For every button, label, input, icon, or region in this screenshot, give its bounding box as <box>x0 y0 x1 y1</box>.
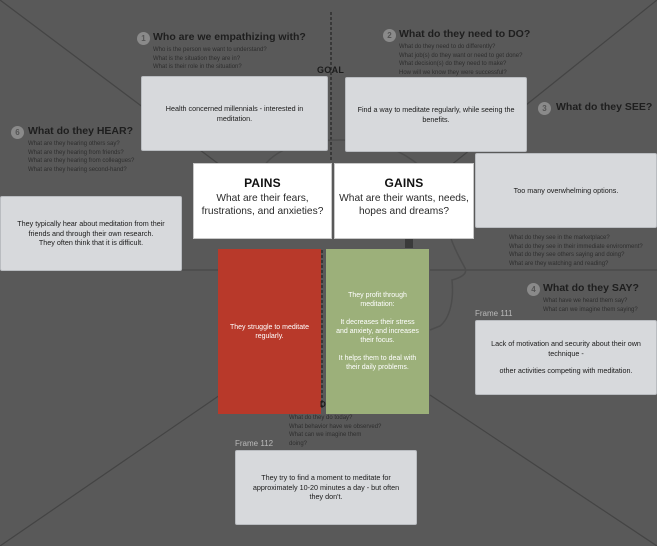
step-number-4: 4 <box>527 283 540 296</box>
pains-subtitle: What are their fears, frustrations, and … <box>201 193 324 217</box>
hear-questions: What are they hearing others say? What a… <box>28 140 134 174</box>
question: What are they hearing second-hand? <box>28 166 127 173</box>
step-number-6: 6 <box>11 126 24 139</box>
step-number-1: 1 <box>137 32 150 45</box>
question: What do they do today? <box>289 415 353 421</box>
say-answer-line: other activities competing with meditati… <box>499 366 633 376</box>
question: What behavior have we observed? <box>289 423 382 430</box>
do-heading-partial: D <box>320 400 326 409</box>
question: What can we imagine them <box>289 432 362 438</box>
need-to-do-heading: What do they need to DO? <box>399 28 531 40</box>
question: What can we imagine them saying? <box>543 306 638 313</box>
question: What job(s) do they want or need to get … <box>399 52 523 59</box>
frame-111-label: Frame 111 <box>475 309 513 318</box>
empathize-answer-note[interactable]: Health concerned millennials - intereste… <box>141 76 328 151</box>
goal-label: GOAL <box>317 65 345 75</box>
question: What decision(s) do they need to make? <box>399 61 507 67</box>
empathize-heading: Who are we empathizing with? <box>153 31 306 43</box>
see-answer-note[interactable]: Too many overwhelming options. <box>475 153 657 228</box>
need-to-do-questions: What do they need to do differently? Wha… <box>399 43 522 77</box>
gains-header-card: GAINS What are their wants, needs, hopes… <box>334 163 474 239</box>
hear-answer-line: They often think that it is difficult. <box>38 238 144 248</box>
pains-sticky-note[interactable]: They struggle to meditate regularly. <box>218 249 321 414</box>
question: What do they see in their immediate envi… <box>509 243 643 250</box>
say-heading: What do they SAY? <box>543 282 639 294</box>
say-answer-line: Lack of motivation and security about th… <box>491 339 641 358</box>
gains-note-text: It helps them to deal with their daily p… <box>338 355 417 371</box>
question: Who is the person we want to understand? <box>153 47 267 53</box>
say-answer-note[interactable]: Lack of motivation and security about th… <box>475 320 657 395</box>
question: What are they watching and reading? <box>509 260 609 267</box>
hear-heading: What do they HEAR? <box>28 125 133 137</box>
gains-title: GAINS <box>384 176 424 190</box>
question: What is the situation they are in? <box>153 55 241 62</box>
gains-note-text: It decreases their stress and anxiety, a… <box>336 319 419 344</box>
gains-sticky-note[interactable]: They profit through meditation: It decre… <box>326 249 429 414</box>
question: What are they hearing from friends? <box>28 149 124 156</box>
pains-header-card: PAINS What are their fears, frustrations… <box>193 163 332 239</box>
hear-answer-line: They typically hear about meditation fro… <box>17 219 165 238</box>
hear-answer-note[interactable]: They typically hear about meditation fro… <box>0 196 182 271</box>
do-questions: What do they do today? What behavior hav… <box>289 414 381 448</box>
step-number-2: 2 <box>383 29 396 42</box>
frame-112-label: Frame 112 <box>235 439 274 448</box>
do-answer-note[interactable]: They try to find a moment to meditate fo… <box>235 450 417 525</box>
say-questions: What have we heard them say? What can we… <box>543 297 638 314</box>
question: What do they see others saying and doing… <box>509 252 625 258</box>
need-to-do-answer-note[interactable]: Find a way to meditate regularly, while … <box>345 77 527 152</box>
gains-note-text: They profit through meditation: <box>348 292 407 308</box>
see-heading: What do they SEE? <box>556 101 653 113</box>
question: What do they need to do differently? <box>399 44 496 50</box>
step-number-3: 3 <box>538 102 551 115</box>
pains-title: PAINS <box>244 176 281 190</box>
question: What do they see in the marketplace? <box>509 235 610 241</box>
question: What are they hearing from colleagues? <box>28 158 135 164</box>
question: doing? <box>289 440 308 447</box>
gains-subtitle: What are their wants, needs, hopes and d… <box>339 193 469 217</box>
pains-note-text: They struggle to meditate regularly. <box>230 323 309 340</box>
see-questions: What do they see in the marketplace? Wha… <box>509 234 643 268</box>
question: How will we know they were successful? <box>399 69 507 76</box>
question: What is their role in the situation? <box>153 64 242 70</box>
question: What are they hearing others say? <box>28 141 120 147</box>
empathize-questions: Who is the person we want to understand?… <box>153 46 267 72</box>
question: What have we heard them say? <box>543 298 628 304</box>
